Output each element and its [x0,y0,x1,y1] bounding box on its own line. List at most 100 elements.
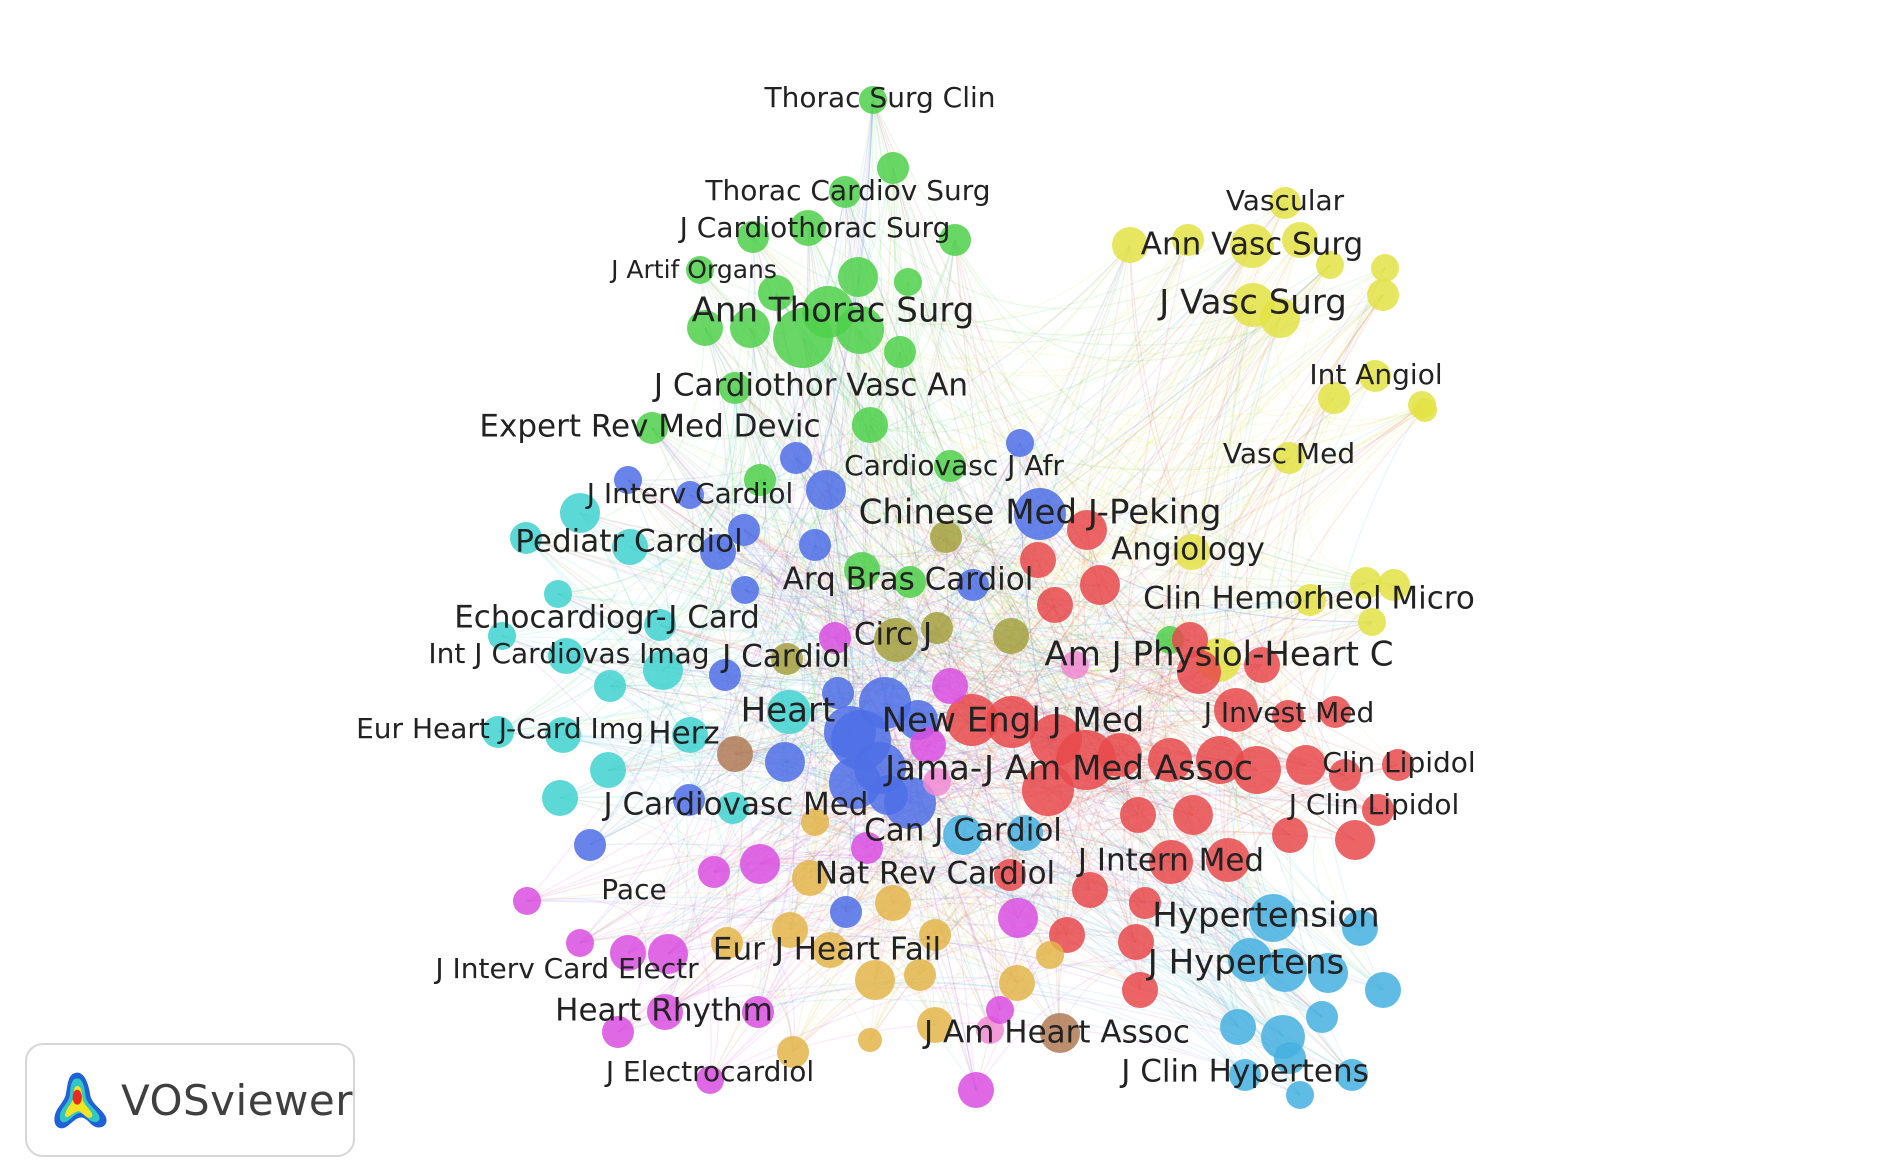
journal-node-pink[interactable] [923,768,951,796]
node-label-vasc-med[interactable]: Vasc Med [1223,437,1355,470]
node-label-hypertension[interactable]: Hypertension [1152,896,1379,936]
journal-node-red[interactable] [1122,972,1158,1008]
journal-node-red[interactable] [1072,872,1108,908]
journal-node-blue[interactable] [731,576,759,604]
journal-node-cyan[interactable] [560,493,600,533]
journal-node-lightblue[interactable] [1306,1001,1338,1033]
journal-node-blue[interactable] [765,742,805,782]
journal-node-pink[interactable] [1061,651,1089,679]
journal-node-cyan[interactable] [488,622,516,650]
journal-node-cyan[interactable] [545,717,581,753]
journal-node-blue[interactable] [829,757,881,809]
journal-node-lightblue[interactable] [1286,1081,1314,1109]
journal-node-red[interactable] [1022,764,1074,816]
journal-node-magenta[interactable] [696,1066,724,1094]
journal-node-cyan[interactable] [767,690,811,734]
journal-node-magenta[interactable] [851,832,883,864]
journal-node-green[interactable] [730,308,770,348]
journal-node-blue[interactable] [830,896,862,928]
journal-node-green[interactable] [686,256,714,284]
node-label-j-artif-organs[interactable]: J Artif Organs [609,255,777,284]
node-label-thorac-cardiov-surg[interactable]: Thorac Cardiov Surg [704,174,990,207]
journal-node-yellow[interactable] [1371,254,1399,282]
journal-node-green[interactable] [737,221,769,253]
node-label-j-intern-med[interactable]: J Intern Med [1076,843,1264,879]
node-label-j-vasc-surg[interactable]: J Vasc Surg [1157,283,1347,323]
journal-node-lightblue[interactable] [943,815,983,855]
journal-node-orange[interactable] [999,965,1035,1001]
journal-node-cyan[interactable] [590,752,626,788]
node-label-j-invest-med[interactable]: J Invest Med [1202,696,1375,729]
node-label-eur-heart-j-card-img[interactable]: Eur Heart J-Card Img [356,712,644,745]
journal-node-lightblue[interactable] [1220,1009,1256,1045]
journal-node-orange[interactable] [1036,941,1064,969]
journal-node-red[interactable] [1118,924,1154,960]
journal-node-green[interactable] [894,566,926,598]
journal-node-magenta[interactable] [819,622,851,654]
journal-node-green[interactable] [758,275,794,311]
journal-node-olive[interactable] [771,643,803,675]
node-label-thorac-surg-clin[interactable]: Thorac Surg Clin [763,81,995,114]
journal-node-yellow[interactable] [1358,608,1386,636]
node-label-pace[interactable]: Pace [601,873,666,906]
journal-node-blue[interactable] [957,569,989,601]
node-label-nat-rev-cardiol[interactable]: Nat Rev Cardiol [815,856,1055,892]
journal-node-red[interactable] [1149,840,1193,884]
journal-node-red[interactable] [1382,749,1414,781]
journal-node-orange[interactable] [855,960,895,1000]
journal-node-magenta[interactable] [698,856,730,888]
node-label-j-hypertens[interactable]: J Hypertens [1146,943,1345,983]
journal-node-blue[interactable] [709,659,741,691]
journal-node-brown[interactable] [717,736,753,772]
journal-node-red[interactable] [1206,838,1250,882]
node-label-circ-j[interactable]: Circ J [854,617,932,653]
journal-node-red[interactable] [1098,733,1142,777]
journal-node-yellow[interactable] [1273,442,1305,474]
journal-node-magenta[interactable] [986,996,1014,1024]
node-label-j-cardiothor-vasc-an[interactable]: J Cardiothor Vasc An [652,368,968,404]
journal-node-olive[interactable] [930,521,962,553]
journal-node-brown[interactable] [1040,1013,1080,1053]
journal-node-red[interactable] [1196,736,1244,784]
journal-node-cyan[interactable] [544,580,572,608]
node-label-cardiovasc-j-afr[interactable]: Cardiovasc J Afr [844,449,1064,482]
journal-node-cyan[interactable] [643,650,683,690]
journal-node-yellow[interactable] [1294,584,1326,616]
journal-node-blue[interactable] [700,534,736,570]
journal-node-blue[interactable] [806,470,846,510]
journal-node-red[interactable] [1120,797,1156,833]
journal-node-blue[interactable] [799,529,831,561]
journal-node-green[interactable] [877,152,909,184]
journal-node-magenta[interactable] [742,996,774,1028]
journal-node-magenta[interactable] [566,929,594,957]
node-label-j-electrocardiol[interactable]: J Electrocardiol [604,1055,814,1088]
node-label-eur-j-heart-fail[interactable]: Eur J Heart Fail [713,932,941,968]
journal-node-cyan[interactable] [594,670,626,702]
node-label-new-engl-j-med[interactable]: New Engl J Med [882,701,1145,741]
node-label-j-clin-lipidol[interactable]: J Clin Lipidol [1287,788,1460,821]
journal-node-green[interactable] [934,450,966,482]
node-label-j-cardiothorac-surg[interactable]: J Cardiothorac Surg [678,211,951,244]
journal-node-green[interactable] [859,86,887,114]
journal-node-cyan[interactable] [510,522,542,554]
journal-node-magenta[interactable] [647,994,683,1030]
journal-node-yellow[interactable] [1367,279,1399,311]
journal-node-green[interactable] [773,308,833,368]
journal-node-orange[interactable] [858,1028,882,1052]
journal-node-blue[interactable] [822,677,854,709]
node-label-j-cardiovasc-med[interactable]: J Cardiovasc Med [602,787,869,823]
node-label-j-interv-cardiol[interactable]: J Interv Cardiol [585,477,794,510]
journal-node-yellow[interactable] [1413,398,1437,422]
journal-node-red[interactable] [1173,795,1213,835]
node-label-can-j-cardiol[interactable]: Can J Cardiol [864,813,1062,849]
node-label-j-cardiol[interactable]: J Cardiol [720,639,850,675]
node-label-int-j-cardiovas-imag[interactable]: Int J Cardiovas Imag [428,637,709,670]
journal-node-red[interactable] [1172,622,1208,658]
journal-node-yellow[interactable] [1112,227,1148,263]
node-label-chinese-med-j-peking[interactable]: Chinese Med J-Peking [859,493,1222,533]
journal-node-lightblue[interactable] [1274,1042,1306,1074]
journal-node-green[interactable] [852,407,888,443]
journal-node-green[interactable] [884,336,916,368]
journal-node-blue[interactable] [614,466,642,494]
journal-node-yellow[interactable] [1230,224,1274,268]
